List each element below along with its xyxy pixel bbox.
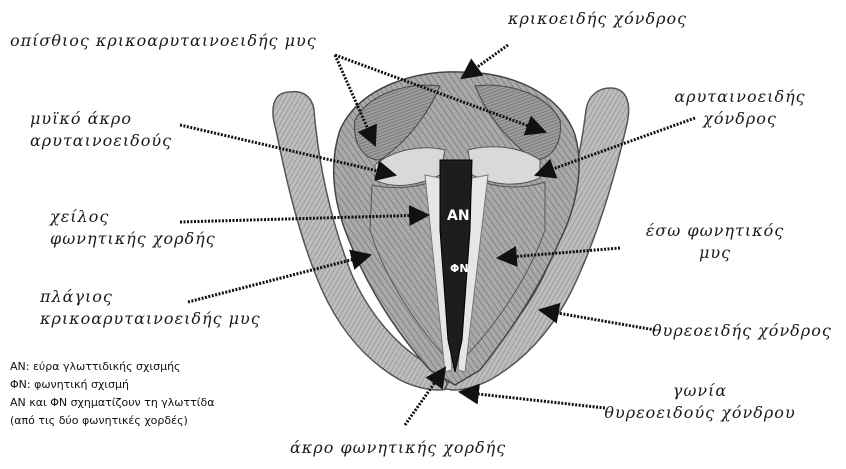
label-thyroid-angle-line2: θυρεοειδούς χόνδρου	[590, 402, 810, 424]
label-lateral-cricoarytenoid: πλάγιος κρικοαρυταινοειδής μυς	[40, 286, 261, 330]
fn-inner-label: ΦΝ	[450, 262, 469, 275]
label-muscular-process: μυϊκό άκρο αρυταινοειδούς	[30, 108, 172, 152]
label-muscular-process-line1: μυϊκό άκρο	[30, 108, 172, 130]
label-posterior-cricoarytenoid: οπίσθιος κρικοαρυταινοειδής μυς	[10, 30, 317, 52]
an-inner-label: ΑΝ	[447, 208, 470, 224]
label-vocal-process: άκρο φωνητικής χορδής	[290, 437, 506, 459]
label-internal-vocal-muscle: έσω φωνητικός μυς	[610, 220, 820, 264]
legend-line: (από τις δύο φωνητικές χορδές)	[10, 412, 214, 430]
label-arytenoid-line1: αρυταινοειδής	[640, 86, 840, 108]
label-thyroid-angle-line1: γωνία	[590, 380, 810, 402]
label-internal-vocal-line1: έσω φωνητικός	[610, 220, 820, 242]
label-vocal-lip-line2: φωνητικής χορδής	[50, 228, 216, 250]
legend-line: ΦΝ: φωνητική σχισμή	[10, 376, 214, 394]
label-cricoid-cartilage: κρικοειδής χόνδρος	[508, 8, 687, 30]
label-arytenoid-cartilage: αρυταινοειδής χόνδρος	[640, 86, 840, 130]
label-thyroid-cartilage: θυρεοειδής χόνδρος	[652, 320, 832, 342]
label-internal-vocal-line2: μυς	[610, 242, 820, 264]
legend: ΑΝ: εύρα γλωττιδικής σχισμής ΦΝ: φωνητικ…	[10, 358, 214, 430]
label-lateral-crico-line2: κρικοαρυταινοειδής μυς	[40, 308, 261, 330]
label-vocal-lip-line1: χείλος	[50, 206, 216, 228]
arrow-thyroid	[540, 310, 655, 330]
label-thyroid-angle: γωνία θυρεοειδούς χόνδρου	[590, 380, 810, 424]
legend-line: ΑΝ και ΦΝ σχηματίζουν τη γλωττίδα	[10, 394, 214, 412]
legend-line: ΑΝ: εύρα γλωττιδικής σχισμής	[10, 358, 214, 376]
label-lateral-crico-line1: πλάγιος	[40, 286, 261, 308]
arrow-thyroid-angle	[460, 392, 605, 408]
label-arytenoid-line2: χόνδρος	[640, 108, 840, 130]
label-vocal-lip: χείλος φωνητικής χορδής	[50, 206, 216, 250]
label-muscular-process-line2: αρυταινοειδούς	[30, 130, 172, 152]
